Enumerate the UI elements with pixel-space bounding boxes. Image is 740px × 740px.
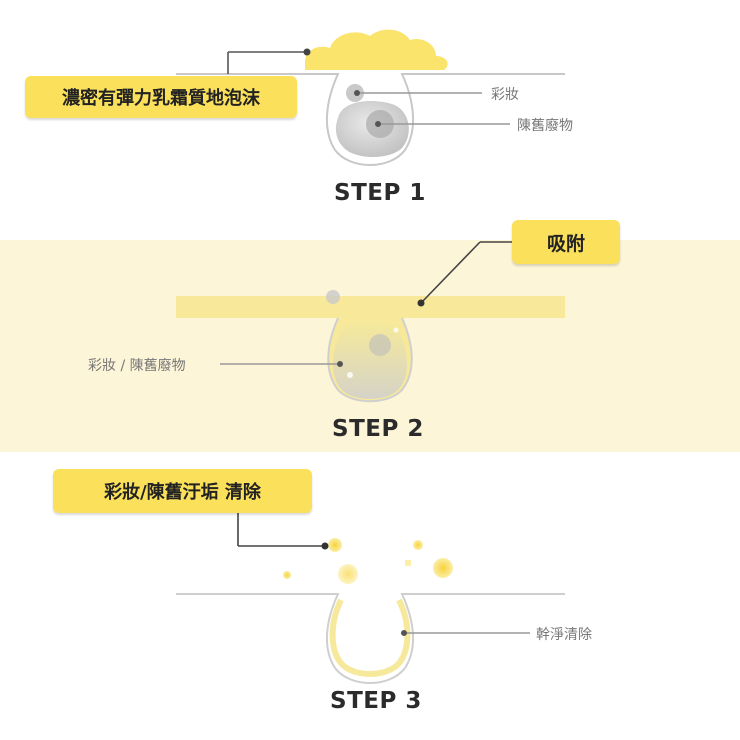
skin-surface-2 xyxy=(327,317,413,403)
dead-cells-label: 陳舊廢物 xyxy=(517,118,573,134)
foam-cloud xyxy=(305,29,448,70)
step2-illustration xyxy=(176,241,565,403)
particle-3b xyxy=(338,564,358,584)
particle-3d xyxy=(413,540,423,550)
makeup-label: 彩妝 xyxy=(491,87,519,103)
skin-surface-3 xyxy=(176,593,565,684)
bubble-small-2b xyxy=(347,372,353,378)
step3-title: STEP 3 xyxy=(330,688,422,714)
skin-surface-1 xyxy=(305,73,565,166)
particle-3e xyxy=(433,558,453,578)
particle-3a xyxy=(328,538,342,552)
removal-tag: 彩妝/陳舊汙垢 清除 xyxy=(53,469,312,513)
particle-3c xyxy=(283,571,291,579)
clean-label: 幹淨清除 xyxy=(536,627,592,643)
step2-title: STEP 2 xyxy=(332,416,424,442)
makeup-dead-cells-label: 彩妝 / 陳舊廢物 xyxy=(88,358,186,374)
adsorb-tag: 吸附 xyxy=(512,220,620,264)
step1-illustration xyxy=(176,29,565,166)
particle-floating-2 xyxy=(326,290,340,304)
drop2-inner xyxy=(333,321,407,399)
clean-pore-fill xyxy=(329,598,411,677)
particle-3f xyxy=(405,560,411,566)
adsorb-leader-line xyxy=(420,241,481,304)
particle-in-drop-2 xyxy=(369,334,391,356)
step3-illustration xyxy=(176,509,565,684)
bubble-small-2a xyxy=(393,327,399,333)
foam-texture-tag: 濃密有彈力乳霜質地泡沫 xyxy=(25,76,297,118)
step1-title: STEP 1 xyxy=(334,180,426,206)
